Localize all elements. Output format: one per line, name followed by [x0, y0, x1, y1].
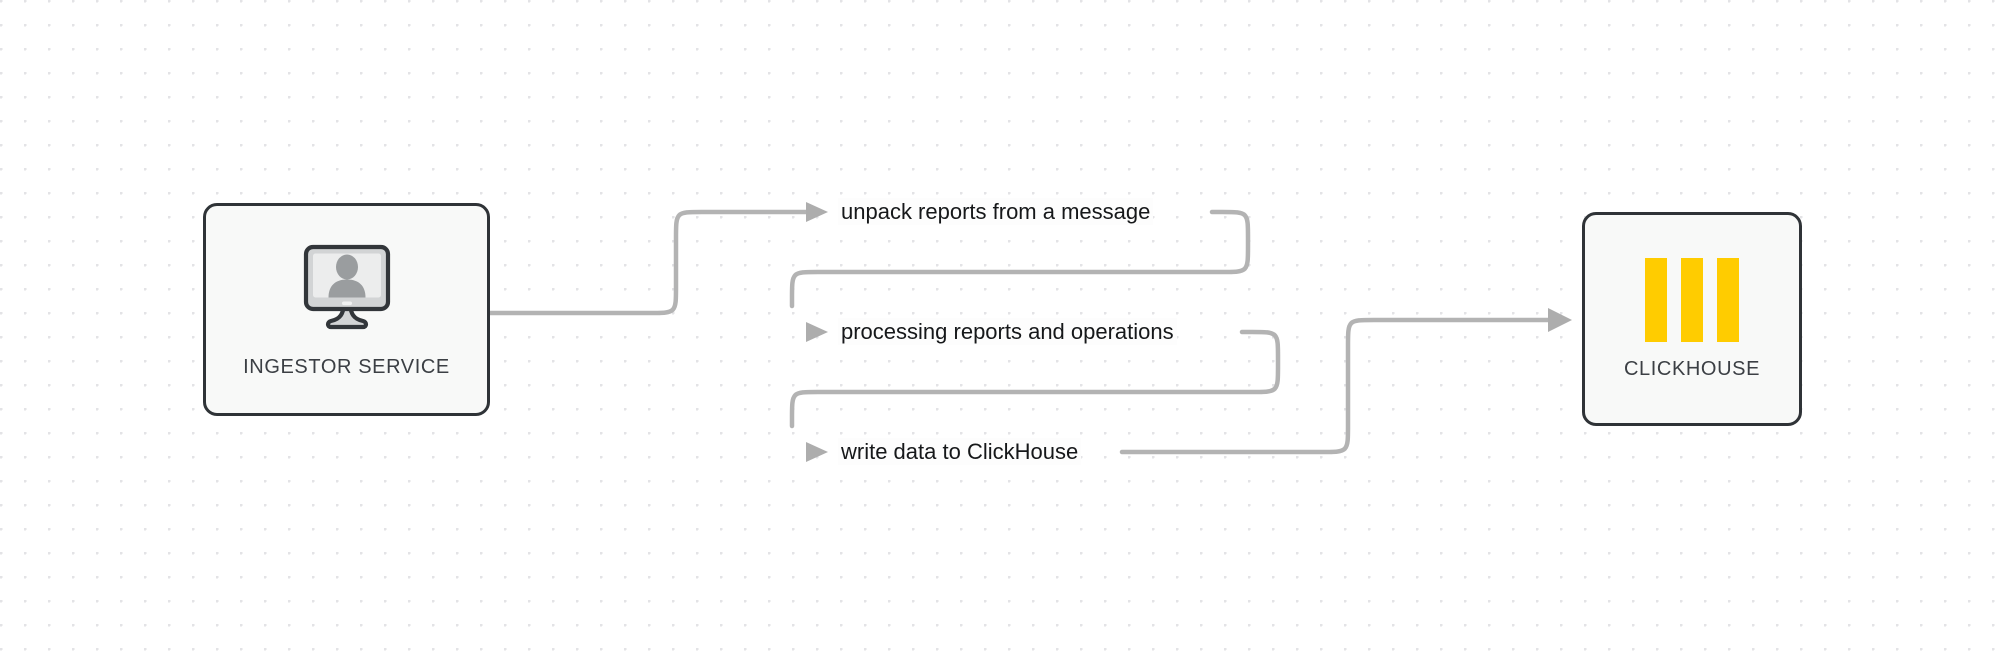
edge-label-step-1-text: unpack reports from a message [838, 198, 1154, 225]
edge-ingestor-to-step1 [487, 209, 809, 316]
edge-label-step-2: processing reports and operations [832, 318, 1183, 345]
clickhouse-bar-3 [1717, 257, 1739, 342]
arrowhead-step3 [806, 442, 828, 462]
node-ingestor-service[interactable]: INGESTOR SERVICE [203, 203, 490, 416]
edge-step1-to-step2 [789, 209, 1251, 309]
edge-label-step-3: write data to ClickHouse [832, 438, 1087, 465]
arrowhead-clickhouse [1548, 308, 1572, 332]
clickhouse-bars-icon [1645, 257, 1739, 342]
edge-label-step-3-text: write data to ClickHouse [838, 438, 1082, 465]
clickhouse-bar-2 [1681, 257, 1703, 342]
edge-step3-to-clickhouse [1119, 317, 1551, 455]
node-ingestor-service-label: INGESTOR SERVICE [243, 355, 450, 378]
edge-step2-to-step3 [789, 329, 1281, 429]
node-clickhouse-label: CLICKHOUSE [1623, 357, 1761, 380]
node-clickhouse[interactable]: CLICKHOUSE [1582, 212, 1802, 426]
clickhouse-bar-1 [1645, 257, 1667, 342]
arrowhead-step2 [806, 322, 828, 342]
edge-label-step-2-text: processing reports and operations [838, 318, 1177, 345]
arrowhead-step1 [806, 202, 828, 222]
monitor-user-icon [295, 241, 399, 338]
edge-label-step-1: unpack reports from a message [832, 198, 1159, 225]
